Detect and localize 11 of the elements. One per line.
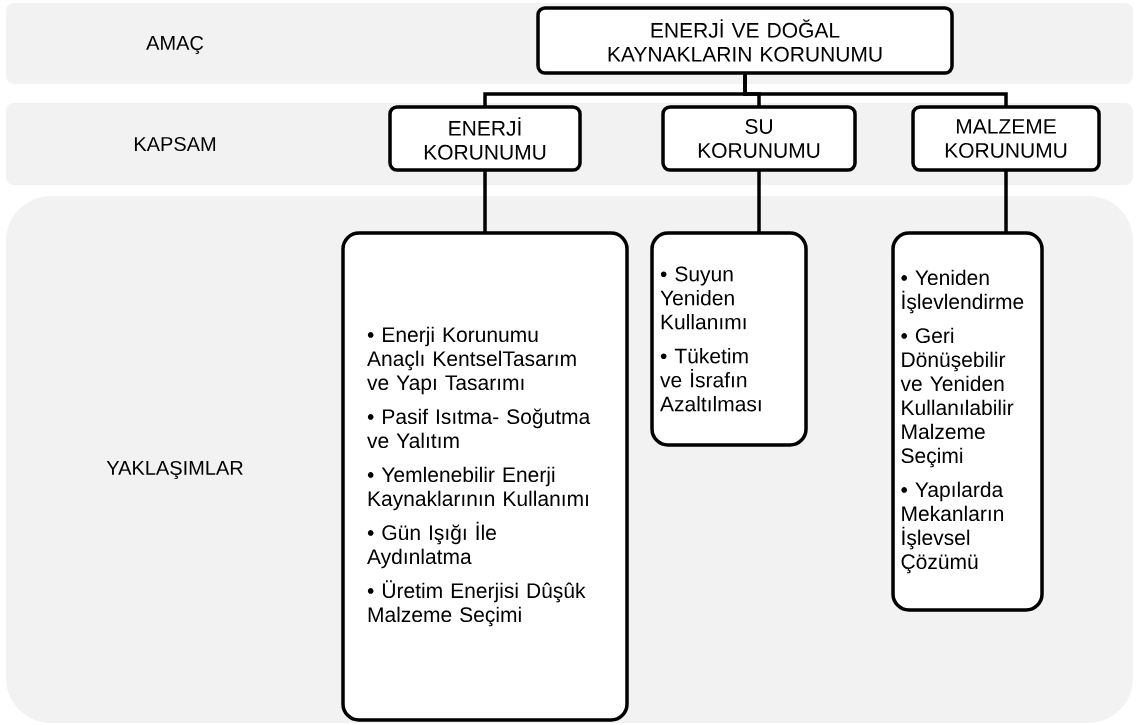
connector-line [757, 170, 761, 233]
category-box: ENERJİ KORUNUMU [388, 105, 582, 172]
category-box: SU KORUNUMU [661, 105, 857, 172]
bullet-list-box: • Enerji Korunumu Anaçlı KentselTasarım ve Yapı Tasarımı • Pasif Isıtma- Soğutma ve Yalıtım • Yemlenebilir Enerji Kaynaklarının Kullanımı • Gün Işığı İle Aydınlatma • Üretim Enerjisi Dûşûk Malzeme Seçimi [341, 231, 629, 722]
bullet-list-box: • Yeniden İşlevlendirme • Geri Dönüşebilir ve Yeniden Kullanılabilir Malzeme Seçimi • Yapılarda Mekanların İşlevsel Çözümü [891, 231, 1044, 612]
bullet-list-box: • Suyun Yeniden Kullanımı • Tüketim ve İsrafın Azaltılması [650, 231, 808, 447]
connector-line [1004, 170, 1008, 233]
title-box: ENERJİ VE DOĞAL KAYNAKLARIN KORUNUMU [536, 6, 954, 75]
connector-line [743, 73, 1008, 107]
category-box: MALZEME KORUNUMU [911, 105, 1101, 172]
connector-line [483, 170, 487, 233]
